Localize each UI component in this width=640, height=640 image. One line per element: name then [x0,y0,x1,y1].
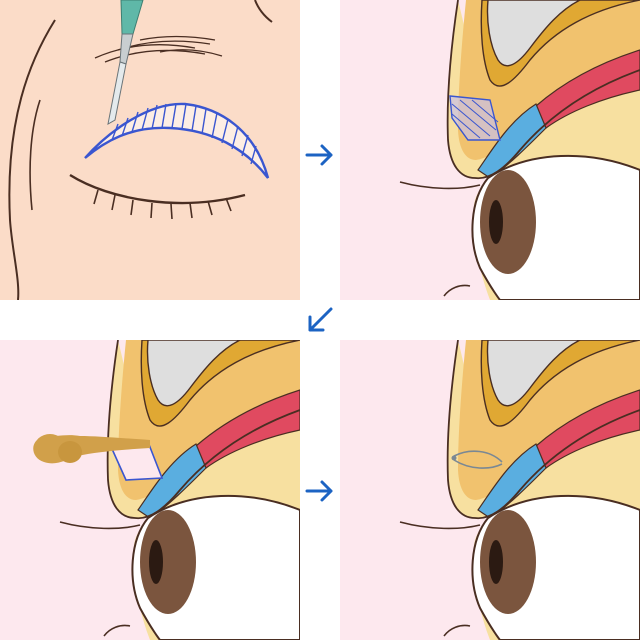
pupil [489,200,503,244]
crease-line [59,521,141,530]
face-contour [8,19,56,300]
bone-layer [486,0,581,67]
muscle-red [535,389,640,469]
eyebrow-hairs [94,35,223,63]
lower-lash-line [443,284,471,297]
skin-outline [446,0,640,180]
muscle-red [535,49,640,129]
panel-section-removed [0,340,300,640]
panel-section-sutured [340,340,640,640]
hair-line [254,0,273,23]
lower-lash-line [443,624,471,637]
arrow-down-left-icon [302,302,338,338]
eyelashes [93,189,232,220]
iris [480,510,536,614]
muscle-red [195,389,300,469]
suture-thread [451,450,503,469]
iris [140,510,196,614]
pupil [489,540,503,584]
skin-outline [106,340,300,520]
nose-bridge-line [29,99,41,211]
section-marked-illustration [340,0,640,300]
arrow-right-icon [302,137,338,173]
marked-tissue [449,95,501,141]
lower-lash-line [103,624,131,637]
section-removed-illustration [0,340,300,640]
skin-outline [446,340,640,520]
panel-section-marked [340,0,640,300]
bone-layer [486,340,581,407]
bone-layer [146,340,241,407]
iris [480,170,536,274]
crease-line [399,181,481,190]
eyelid-line [69,173,246,205]
arrow-right-icon [302,473,338,509]
incision-hatching [111,103,257,165]
crease-line [399,521,481,530]
eyebrow-incision-illustration [0,0,300,300]
removed-tissue-swab [33,434,150,464]
panel-eyebrow-incision [0,0,300,300]
pupil [149,540,163,584]
section-sutured-illustration [340,340,640,640]
scalpel-icon [107,0,144,125]
